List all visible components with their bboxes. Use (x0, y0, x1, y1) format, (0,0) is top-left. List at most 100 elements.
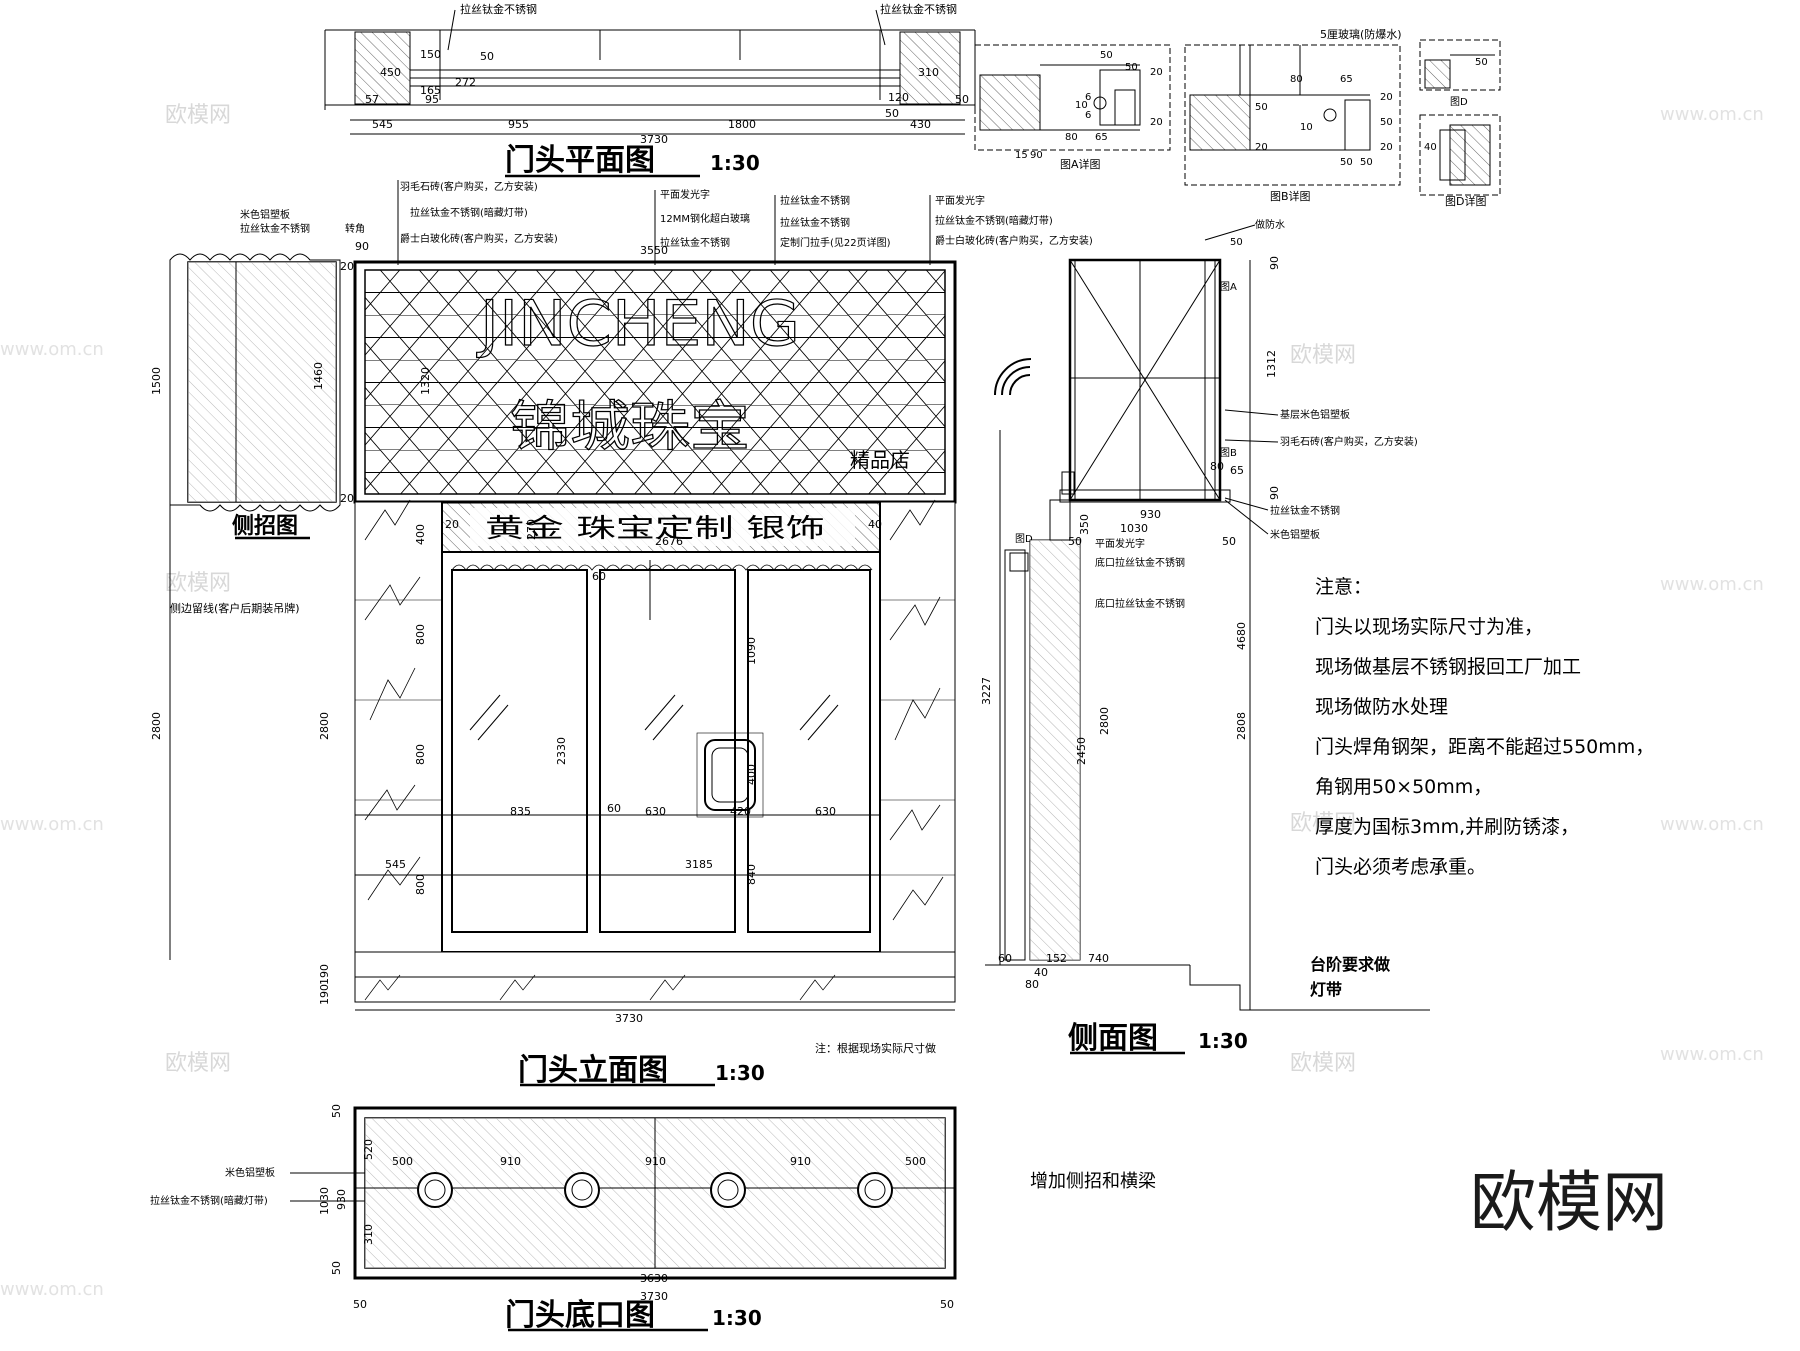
sign-latin: JINCHENG (476, 287, 800, 360)
elevation-dim: 3730 (615, 1012, 643, 1025)
elevation-dim: 1090 (745, 637, 758, 665)
elevation-dim: 20 (340, 492, 354, 505)
section-dim: 50 (1222, 535, 1236, 548)
section-dim: 80 (1025, 978, 1039, 991)
callout-mid2: 拉丝钛金不锈钢 (780, 216, 850, 229)
elevation-scale: 1:30 (715, 1061, 765, 1085)
callout-mid: 拉丝钛金不锈钢 (660, 236, 730, 249)
callout-mid2: 定制门拉手(见22页详图) (780, 236, 891, 249)
plan-dim: 95 (425, 93, 439, 106)
watermark-site: www.om.cn (1660, 104, 1764, 125)
elevation-callouts: 羽毛石砖(客户购买，乙方安装) 拉丝钛金不锈钢(暗藏灯带) 爵士白玻化砖(客户购… (355, 180, 1093, 265)
section-scale: 1:30 (1198, 1029, 1248, 1053)
section-dim: 3227 (980, 677, 993, 705)
detail-b-dim: 20 (1380, 142, 1393, 153)
elevation-dim: 1320 (419, 367, 432, 395)
bottom-dim: 3730 (640, 1290, 668, 1303)
section-dim: 2450 (1075, 737, 1088, 765)
notes-line: 现场做基层不锈钢报回工厂加工 (1315, 656, 1581, 678)
plan-callout-right: 拉丝钛金不锈钢 (880, 2, 957, 16)
elevation-dim: 20 (445, 518, 459, 531)
detail-a-dim: 20 (1150, 67, 1163, 78)
side-sign-label-2: 拉丝钛金不锈钢 (240, 222, 310, 235)
elevation-dim: 420 (730, 805, 751, 818)
elevation-dim: 800 (414, 624, 427, 645)
bottom-scale: 1:30 (712, 1306, 762, 1330)
elevation-dim: 190 (318, 984, 331, 1005)
bottom-dim: 930 (335, 1189, 348, 1210)
elevation-dim: 400 (745, 764, 758, 785)
bottom-title: 门头底口图 (505, 1298, 655, 1333)
plan-dim: 1800 (728, 118, 756, 131)
bottom-dim: 50 (940, 1298, 954, 1311)
side-note: 侧边留线(客户后期装吊牌) (170, 601, 300, 615)
elevation-dim: 60 (592, 570, 606, 583)
elevation-title: 门头立面图 (518, 1053, 668, 1088)
detail-b-dim: 80 (1290, 74, 1303, 85)
bottom-label-1: 米色铝塑板 (225, 1166, 275, 1179)
callout-right: 爵士白玻化砖(客户购买，乙方安装) (935, 234, 1093, 247)
bottom-dim: 520 (362, 1139, 375, 1160)
detail-a-dim: 90 (1030, 150, 1043, 161)
detail-b: 5厘玻璃(防爆水) 80 65 50 10 20 50 20 50 50 20 … (1184, 27, 1402, 203)
notes-line: 现场做防水处理 (1315, 696, 1448, 718)
notes-line: 门头焊角钢架，距离不能超过550mm， (1315, 736, 1654, 758)
side-sign-label-1: 米色铝塑板 (240, 208, 290, 221)
notes-line: 门头以现场实际尺寸为准， (1315, 616, 1543, 638)
plan-callout-left: 拉丝钛金不锈钢 (460, 2, 537, 16)
detail-a-dim: 6 (1085, 92, 1091, 103)
bottom-dim: 910 (790, 1155, 811, 1168)
watermark-site: www.om.cn (1660, 574, 1764, 595)
detail-a: 50 50 20 80 65 20 15 90 10 6 6 图A详图 (974, 44, 1171, 171)
plan-dim: 57 (365, 93, 379, 106)
plan-dim: 450 (380, 66, 401, 79)
detail-b-dim: 50 (1360, 157, 1373, 168)
detail-d-dim: 50 (1475, 57, 1488, 68)
light-symbol-icon (994, 358, 1032, 396)
bottom-dim: 50 (330, 1104, 343, 1118)
watermark-logo: 欧模网 (1290, 343, 1356, 368)
side-sign-dim: 1500 (150, 367, 163, 395)
detail-a-dim: 50 (1125, 62, 1138, 73)
plan-dim: 50 (480, 50, 494, 63)
detail-b-title: 图B详图 (1270, 189, 1311, 203)
corner-label: 转角 (345, 222, 365, 235)
elevation-dim: 3185 (685, 858, 713, 871)
section-dim: 65 (1230, 464, 1244, 477)
section-dim: 2800 (1098, 707, 1111, 735)
plan-dim: 310 (918, 66, 939, 79)
detail-b-callout: 5厘玻璃(防爆水) (1320, 27, 1402, 41)
plan-dim: 165 (420, 84, 441, 97)
watermark-logo: 欧模网 (165, 1051, 231, 1076)
elevation-dim: 90 (355, 240, 369, 253)
section-dim: 40 (1034, 966, 1048, 979)
watermark-site: www.om.cn (0, 1279, 104, 1300)
notes-line: 厚度为国标3mm,并刷防锈漆， (1315, 816, 1579, 838)
callout-left: 爵士白玻化砖(客户购买，乙方安装) (400, 232, 558, 245)
watermark-logo: 欧模网 (1290, 1051, 1356, 1076)
plan-view: 拉丝钛金不锈钢 拉丝钛金不锈钢 545 955 1800 430 3730 15… (324, 2, 976, 178)
callout-right: 拉丝钛金不锈钢(暗藏灯带) (935, 214, 1053, 227)
detail-b-dim: 50 (1380, 117, 1393, 128)
plan-dim: 955 (508, 118, 529, 131)
section-dim: 90 (1268, 486, 1281, 500)
sign-small: 精品店 (850, 448, 910, 472)
elevation-dim: 3550 (640, 244, 668, 257)
elevation-dim: 2676 (655, 535, 683, 548)
section-view: 做防水 50 图A 图B 图D 基层米色铝塑板 羽毛石砖(客户购买，乙方安装) … (980, 218, 1430, 1056)
section-label: 拉丝钛金不锈钢 (1270, 504, 1340, 517)
side-sign-dim: 1460 (312, 362, 325, 390)
elevation-dim: 2800 (318, 712, 331, 740)
detail-a-dim: 6 (1085, 110, 1091, 121)
bottom-dim: 50 (353, 1298, 367, 1311)
callout-left: 羽毛石砖(客户购买，乙方安装) (400, 180, 538, 193)
section-dim: 152 (1046, 952, 1067, 965)
sign-chinese: 锦城珠宝 (510, 395, 750, 458)
detail-d: 50 图D 40 图D详图 (1419, 39, 1501, 208)
section-label: 羽毛石砖(客户购买，乙方安装) (1280, 435, 1418, 448)
elevation-dim: 545 (385, 858, 406, 871)
side-sign-dim: 2800 (150, 712, 163, 740)
callout-left: 拉丝钛金不锈钢(暗藏灯带) (410, 206, 528, 219)
section-dim: 60 (998, 952, 1012, 965)
